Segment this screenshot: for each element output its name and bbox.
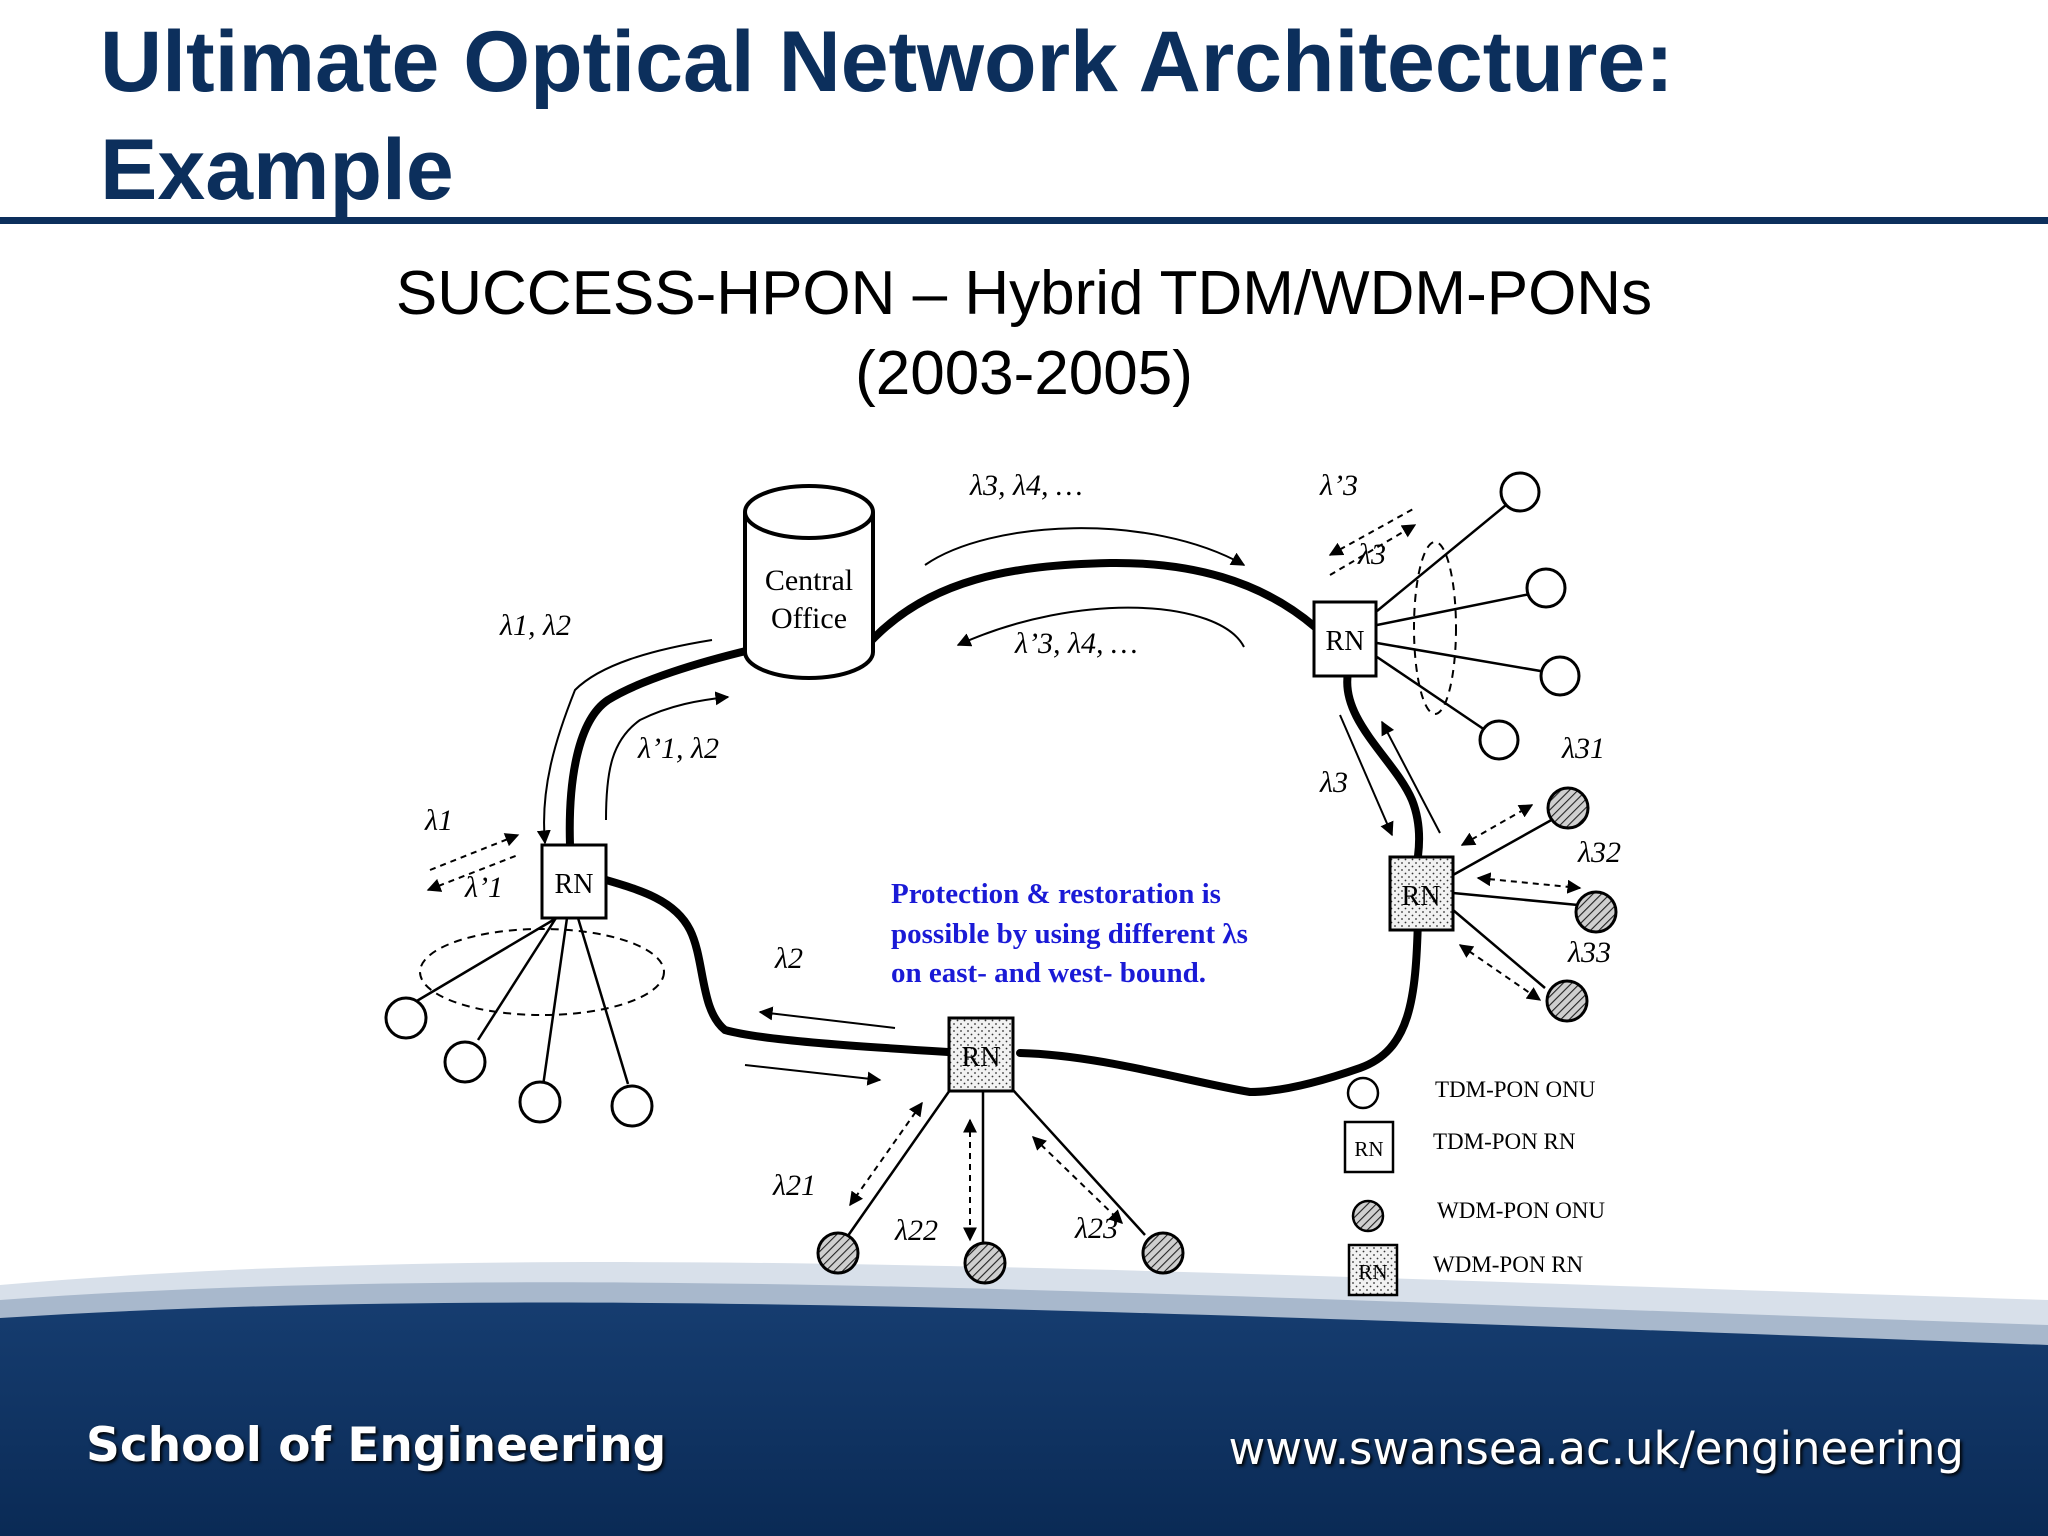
label-top-forward: λ3, λ4, … bbox=[969, 469, 1083, 502]
wdm-onu bbox=[816, 1231, 860, 1275]
wdm-onu bbox=[963, 1241, 1007, 1285]
rn-bottom-label: RN bbox=[962, 1042, 1001, 1073]
label-right-down: λ3 bbox=[1319, 766, 1348, 799]
legend-tdm-onu-icon bbox=[1346, 1076, 1380, 1110]
rn-left-label: RN bbox=[555, 869, 594, 900]
footer-school: School of Engineering bbox=[86, 1418, 667, 1473]
legend-tdm-rn-icon-label: RN bbox=[1354, 1137, 1383, 1161]
label-rn-left-down: λ1 bbox=[424, 804, 453, 837]
label-rn-left-up: λ’1 bbox=[464, 871, 503, 904]
slide-title: Ultimate Optical Network Architecture: E… bbox=[100, 8, 2000, 224]
label-left-out: λ’1, λ2 bbox=[637, 732, 719, 765]
label-wdm-right-1: λ31 bbox=[1561, 732, 1605, 765]
central-office-label-2: Office bbox=[771, 602, 847, 635]
subtitle-line-2: (2003-2005) bbox=[855, 339, 1193, 408]
legend: TDM-PON ONU RN TDM-PON RN WDM-PON ONU RN… bbox=[1343, 1076, 1605, 1297]
wdm-onu bbox=[1546, 786, 1590, 830]
tdm-onu bbox=[610, 1084, 654, 1128]
title-line-1: Ultimate Optical Network Architecture: bbox=[100, 14, 1674, 110]
rn-right: RN bbox=[1388, 786, 1618, 1023]
label-wdm-right-3: λ33 bbox=[1567, 936, 1611, 969]
tdm-onu bbox=[1478, 719, 1520, 761]
rn-right-label: RN bbox=[1402, 881, 1441, 912]
tdm-onu bbox=[1499, 471, 1541, 513]
rn-top-label: RN bbox=[1326, 626, 1365, 657]
protection-line-1: Protection & restoration is bbox=[891, 878, 1221, 910]
legend-wdm-onu-icon bbox=[1351, 1199, 1385, 1233]
central-office-label-1: Central bbox=[765, 564, 853, 597]
label-wdm-bottom-2: λ22 bbox=[894, 1214, 938, 1247]
rn-bottom: RN bbox=[816, 1016, 1185, 1285]
label-left-in: λ1, λ2 bbox=[499, 609, 571, 642]
rn-top: RN bbox=[1312, 471, 1581, 761]
central-office: Central Office bbox=[743, 484, 875, 680]
legend-wdm-onu-label: WDM-PON ONU bbox=[1437, 1198, 1605, 1223]
label-bottom-left: λ2 bbox=[774, 942, 803, 975]
protection-note: Protection & restoration is possible by … bbox=[891, 878, 1248, 989]
title-divider bbox=[0, 217, 2048, 224]
tdm-onu bbox=[518, 1080, 562, 1124]
footer-url[interactable]: www.swansea.ac.uk/engineering bbox=[1228, 1422, 1964, 1475]
wavelength-labels: λ3, λ4, … λ’3, λ4, … λ1, λ2 λ’1, λ2 λ1 λ… bbox=[424, 469, 1621, 1247]
subtitle-line-1: SUCCESS-HPON – Hybrid TDM/WDM-PONs bbox=[395, 259, 1653, 328]
label-wdm-right-2: λ32 bbox=[1577, 836, 1621, 869]
tdm-onu bbox=[1525, 567, 1567, 609]
label-wdm-bottom-3: λ23 bbox=[1074, 1212, 1118, 1245]
wdm-onu bbox=[1545, 979, 1589, 1023]
legend-tdm-onu-label: TDM-PON ONU bbox=[1435, 1077, 1596, 1102]
tdm-onu bbox=[1539, 655, 1581, 697]
label-top-return: λ’3, λ4, … bbox=[1014, 627, 1138, 660]
tdm-onu bbox=[443, 1040, 487, 1084]
label-rn-top-up: λ’3 bbox=[1319, 469, 1358, 502]
label-wdm-bottom-1: λ21 bbox=[772, 1169, 816, 1202]
title-line-2: Example bbox=[100, 122, 454, 218]
protection-line-2: possible by using different λs bbox=[891, 918, 1248, 950]
wdm-onu bbox=[1574, 890, 1618, 934]
legend-tdm-rn-icon bbox=[1343, 1120, 1395, 1174]
tdm-onu bbox=[384, 996, 428, 1040]
footer-band bbox=[0, 1262, 2048, 1536]
ring-fiber bbox=[565, 558, 1424, 1097]
legend-wdm-rn-icon bbox=[1347, 1243, 1399, 1297]
wdm-onu bbox=[1141, 1231, 1185, 1275]
fiber-arrows bbox=[536, 527, 1441, 1086]
legend-wdm-rn-label: WDM-PON RN bbox=[1433, 1252, 1584, 1277]
legend-tdm-rn-label: TDM-PON RN bbox=[1433, 1129, 1576, 1154]
label-rn-top-down: λ3 bbox=[1357, 538, 1386, 571]
legend-wdm-rn-icon-label: RN bbox=[1358, 1260, 1387, 1284]
rn-left: RN bbox=[384, 833, 665, 1128]
protection-line-3: on east- and west- bound. bbox=[891, 957, 1206, 989]
